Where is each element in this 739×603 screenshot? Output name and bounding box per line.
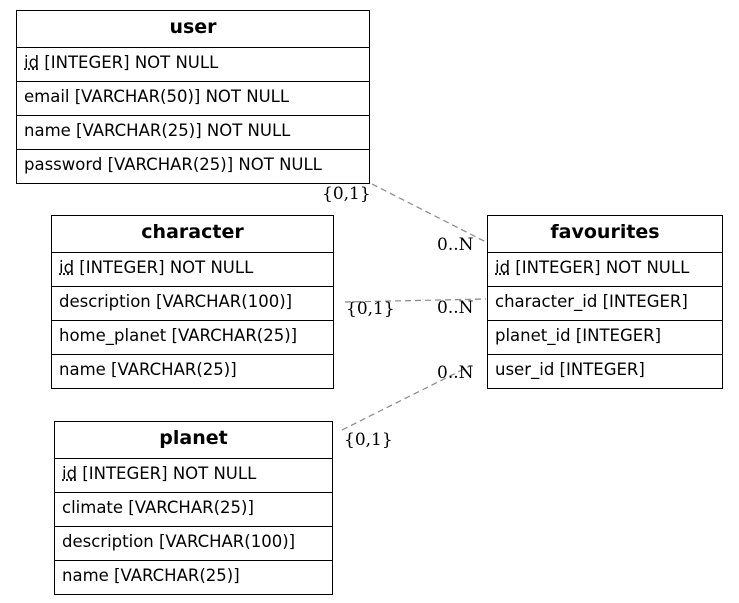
field-row: user_id [INTEGER] <box>488 355 722 388</box>
primary-key: id <box>62 464 78 483</box>
field-row: character_id [INTEGER] <box>488 287 722 321</box>
field-row: description [VARCHAR(100)] <box>52 287 333 321</box>
field-row: name [VARCHAR(25)] <box>55 561 332 594</box>
cardinality-character-side: {0,1} <box>346 299 395 319</box>
field-text: description [VARCHAR(100)] <box>62 532 296 551</box>
field-text: [INTEGER] NOT NULL <box>39 53 219 72</box>
field-row: climate [VARCHAR(25)] <box>55 493 332 527</box>
field-row: id [INTEGER] NOT NULL <box>488 253 722 287</box>
entity-planet[interactable]: planet id [INTEGER] NOT NULL climate [VA… <box>54 421 333 595</box>
field-text: [INTEGER] NOT NULL <box>510 258 690 277</box>
cardinality-favourites-character-side: 0..N <box>437 298 474 318</box>
field-text: password [VARCHAR(25)] NOT NULL <box>24 155 322 174</box>
field-text: user_id [INTEGER] <box>495 360 645 379</box>
field-text: email [VARCHAR(50)] NOT NULL <box>24 87 290 106</box>
field-row: id [INTEGER] NOT NULL <box>52 253 333 287</box>
entity-title: character <box>52 216 333 253</box>
field-row: home_planet [VARCHAR(25)] <box>52 321 333 355</box>
cardinality-user-side: {0,1} <box>322 184 371 204</box>
rel-line-user-favourites <box>371 183 487 243</box>
field-text: name [VARCHAR(25)] <box>62 566 240 585</box>
field-row: email [VARCHAR(50)] NOT NULL <box>17 82 369 116</box>
rel-line-character-favourites <box>344 298 487 303</box>
field-text: [INTEGER] NOT NULL <box>77 464 257 483</box>
cardinality-planet-side: {0,1} <box>344 430 393 450</box>
field-row: planet_id [INTEGER] <box>488 321 722 355</box>
primary-key: id <box>24 53 40 72</box>
field-row: description [VARCHAR(100)] <box>55 527 332 561</box>
cardinality-favourites-planet-side: 0..N <box>437 363 474 383</box>
field-row: password [VARCHAR(25)] NOT NULL <box>17 150 369 183</box>
rel-line-planet-favourites <box>341 365 471 431</box>
entity-title: favourites <box>488 216 722 253</box>
field-text: climate [VARCHAR(25)] <box>62 498 254 517</box>
field-row: id [INTEGER] NOT NULL <box>17 48 369 82</box>
entity-title: planet <box>55 422 332 459</box>
field-text: [INTEGER] NOT NULL <box>74 258 254 277</box>
entity-user[interactable]: user id [INTEGER] NOT NULL email [VARCHA… <box>16 10 370 184</box>
field-text: description [VARCHAR(100)] <box>59 292 293 311</box>
field-text: home_planet [VARCHAR(25)] <box>59 326 298 345</box>
primary-key: id <box>59 258 75 277</box>
field-text: planet_id [INTEGER] <box>495 326 662 345</box>
primary-key: id <box>495 258 511 277</box>
field-text: name [VARCHAR(25)] <box>59 360 237 379</box>
field-row: name [VARCHAR(25)] NOT NULL <box>17 116 369 150</box>
field-row: id [INTEGER] NOT NULL <box>55 459 332 493</box>
entity-character[interactable]: character id [INTEGER] NOT NULL descript… <box>51 215 334 389</box>
field-row: name [VARCHAR(25)] <box>52 355 333 388</box>
entity-favourites[interactable]: favourites id [INTEGER] NOT NULL charact… <box>487 215 723 389</box>
entity-title: user <box>17 11 369 48</box>
cardinality-favourites-user-side: 0..N <box>437 235 474 255</box>
field-text: character_id [INTEGER] <box>495 292 688 311</box>
field-text: name [VARCHAR(25)] NOT NULL <box>24 121 291 140</box>
